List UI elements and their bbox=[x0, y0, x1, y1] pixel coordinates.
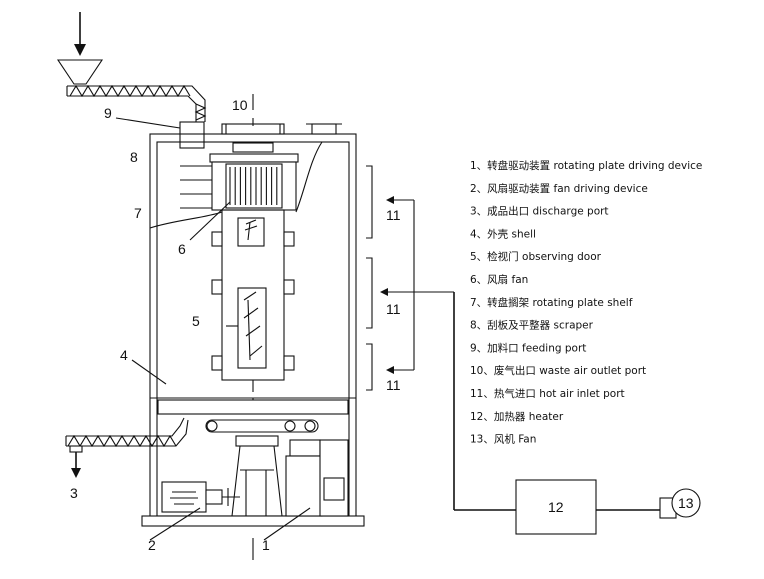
component-legend: 1、转盘驱动装置 rotating plate driving device 2、… bbox=[470, 159, 702, 446]
legend-item: 5、检视门 observing door bbox=[470, 250, 602, 263]
leader-lines bbox=[115, 117, 311, 541]
callout-6: 6 bbox=[178, 241, 186, 257]
observing-door bbox=[237, 287, 267, 369]
conveyor-belt-rollers bbox=[205, 419, 319, 433]
callout-1: 1 bbox=[262, 537, 270, 553]
hot-air-inlet-brackets bbox=[366, 165, 373, 391]
fan-driving-device bbox=[161, 481, 240, 513]
legend-item: 10、废气出口 waste air outlet port bbox=[470, 364, 646, 377]
legend-item: 6、风扇 fan bbox=[470, 273, 528, 286]
callout-3: 3 bbox=[70, 485, 78, 501]
callout-11-top: 11 bbox=[386, 207, 401, 223]
upper-observing-window bbox=[237, 217, 265, 247]
rotating-plate-driving-device bbox=[231, 435, 349, 517]
central-column bbox=[221, 209, 285, 381]
fan-rotor bbox=[225, 163, 283, 209]
callout-13: 13 bbox=[678, 495, 694, 511]
hot-air-duct bbox=[380, 196, 660, 511]
feeding-port bbox=[179, 121, 205, 149]
callout-4: 4 bbox=[120, 347, 128, 363]
callout-5: 5 bbox=[192, 313, 200, 329]
callout-8: 8 bbox=[130, 149, 138, 165]
legend-item: 11、热气进口 hot air inlet port bbox=[470, 387, 625, 400]
legend-item: 7、转盘搁架 rotating plate shelf bbox=[470, 296, 633, 309]
legend-item: 2、风扇驱动装置 fan driving device bbox=[470, 182, 648, 195]
blower-fan bbox=[659, 488, 701, 519]
legend-item: 13、风机 Fan bbox=[470, 433, 536, 446]
legend-item: 12、加热器 heater bbox=[470, 410, 564, 423]
rotating-plate-shelf-curve bbox=[149, 141, 323, 229]
scraper-arms bbox=[180, 165, 212, 209]
legend-item: 3、成品出口 discharge port bbox=[470, 205, 609, 218]
callout-7: 7 bbox=[134, 205, 142, 221]
callout-10: 10 bbox=[232, 97, 248, 113]
discharge-screw-conveyor bbox=[65, 417, 189, 478]
legend-item: 1、转盘驱动装置 rotating plate driving device bbox=[470, 159, 702, 172]
column-brackets bbox=[211, 231, 295, 371]
feed-input-arrow bbox=[74, 12, 86, 56]
observing-door-hatching bbox=[243, 291, 263, 361]
callout-9: 9 bbox=[104, 105, 112, 121]
feed-hopper bbox=[56, 59, 104, 85]
legend-item: 9、加料口 feeding port bbox=[470, 341, 586, 354]
feed-screw-conveyor bbox=[66, 84, 207, 122]
heater-box bbox=[515, 479, 597, 535]
callout-numbers: 9 10 8 7 6 5 4 3 2 1 11 11 11 12 13 bbox=[70, 97, 694, 553]
callout-12: 12 bbox=[548, 499, 564, 515]
legend-item: 4、外壳 shell bbox=[470, 227, 536, 240]
callout-11-middle: 11 bbox=[386, 301, 401, 317]
callout-2: 2 bbox=[148, 537, 156, 553]
base-frame bbox=[141, 397, 365, 527]
waste-air-outlet-ports bbox=[221, 123, 342, 135]
callout-11-bottom: 11 bbox=[386, 377, 401, 393]
legend-item: 8、刮板及平整器 scraper bbox=[470, 319, 594, 332]
